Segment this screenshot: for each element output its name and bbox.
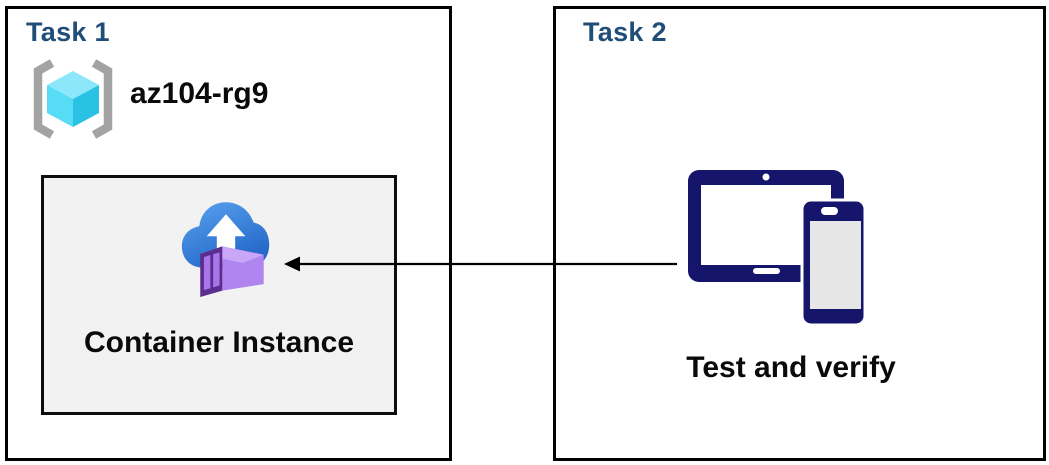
task2-title: Task 2 bbox=[583, 17, 667, 47]
container-instance-icon bbox=[181, 202, 270, 297]
container-instance-box: Container Instance bbox=[41, 175, 397, 415]
task1-panel: Task 1 az104-rg9 bbox=[5, 6, 452, 461]
container-instance-label: Container Instance bbox=[83, 326, 355, 359]
resource-group-name: az104-rg9 bbox=[130, 77, 269, 110]
devices-icon bbox=[688, 170, 867, 327]
task2-panel: Task 2 Test and verify bbox=[553, 6, 1046, 461]
arrow-connector bbox=[284, 256, 677, 272]
task1-title: Task 1 bbox=[26, 17, 110, 47]
resource-group-icon bbox=[33, 59, 113, 139]
test-and-verify-label: Test and verify bbox=[686, 351, 896, 384]
